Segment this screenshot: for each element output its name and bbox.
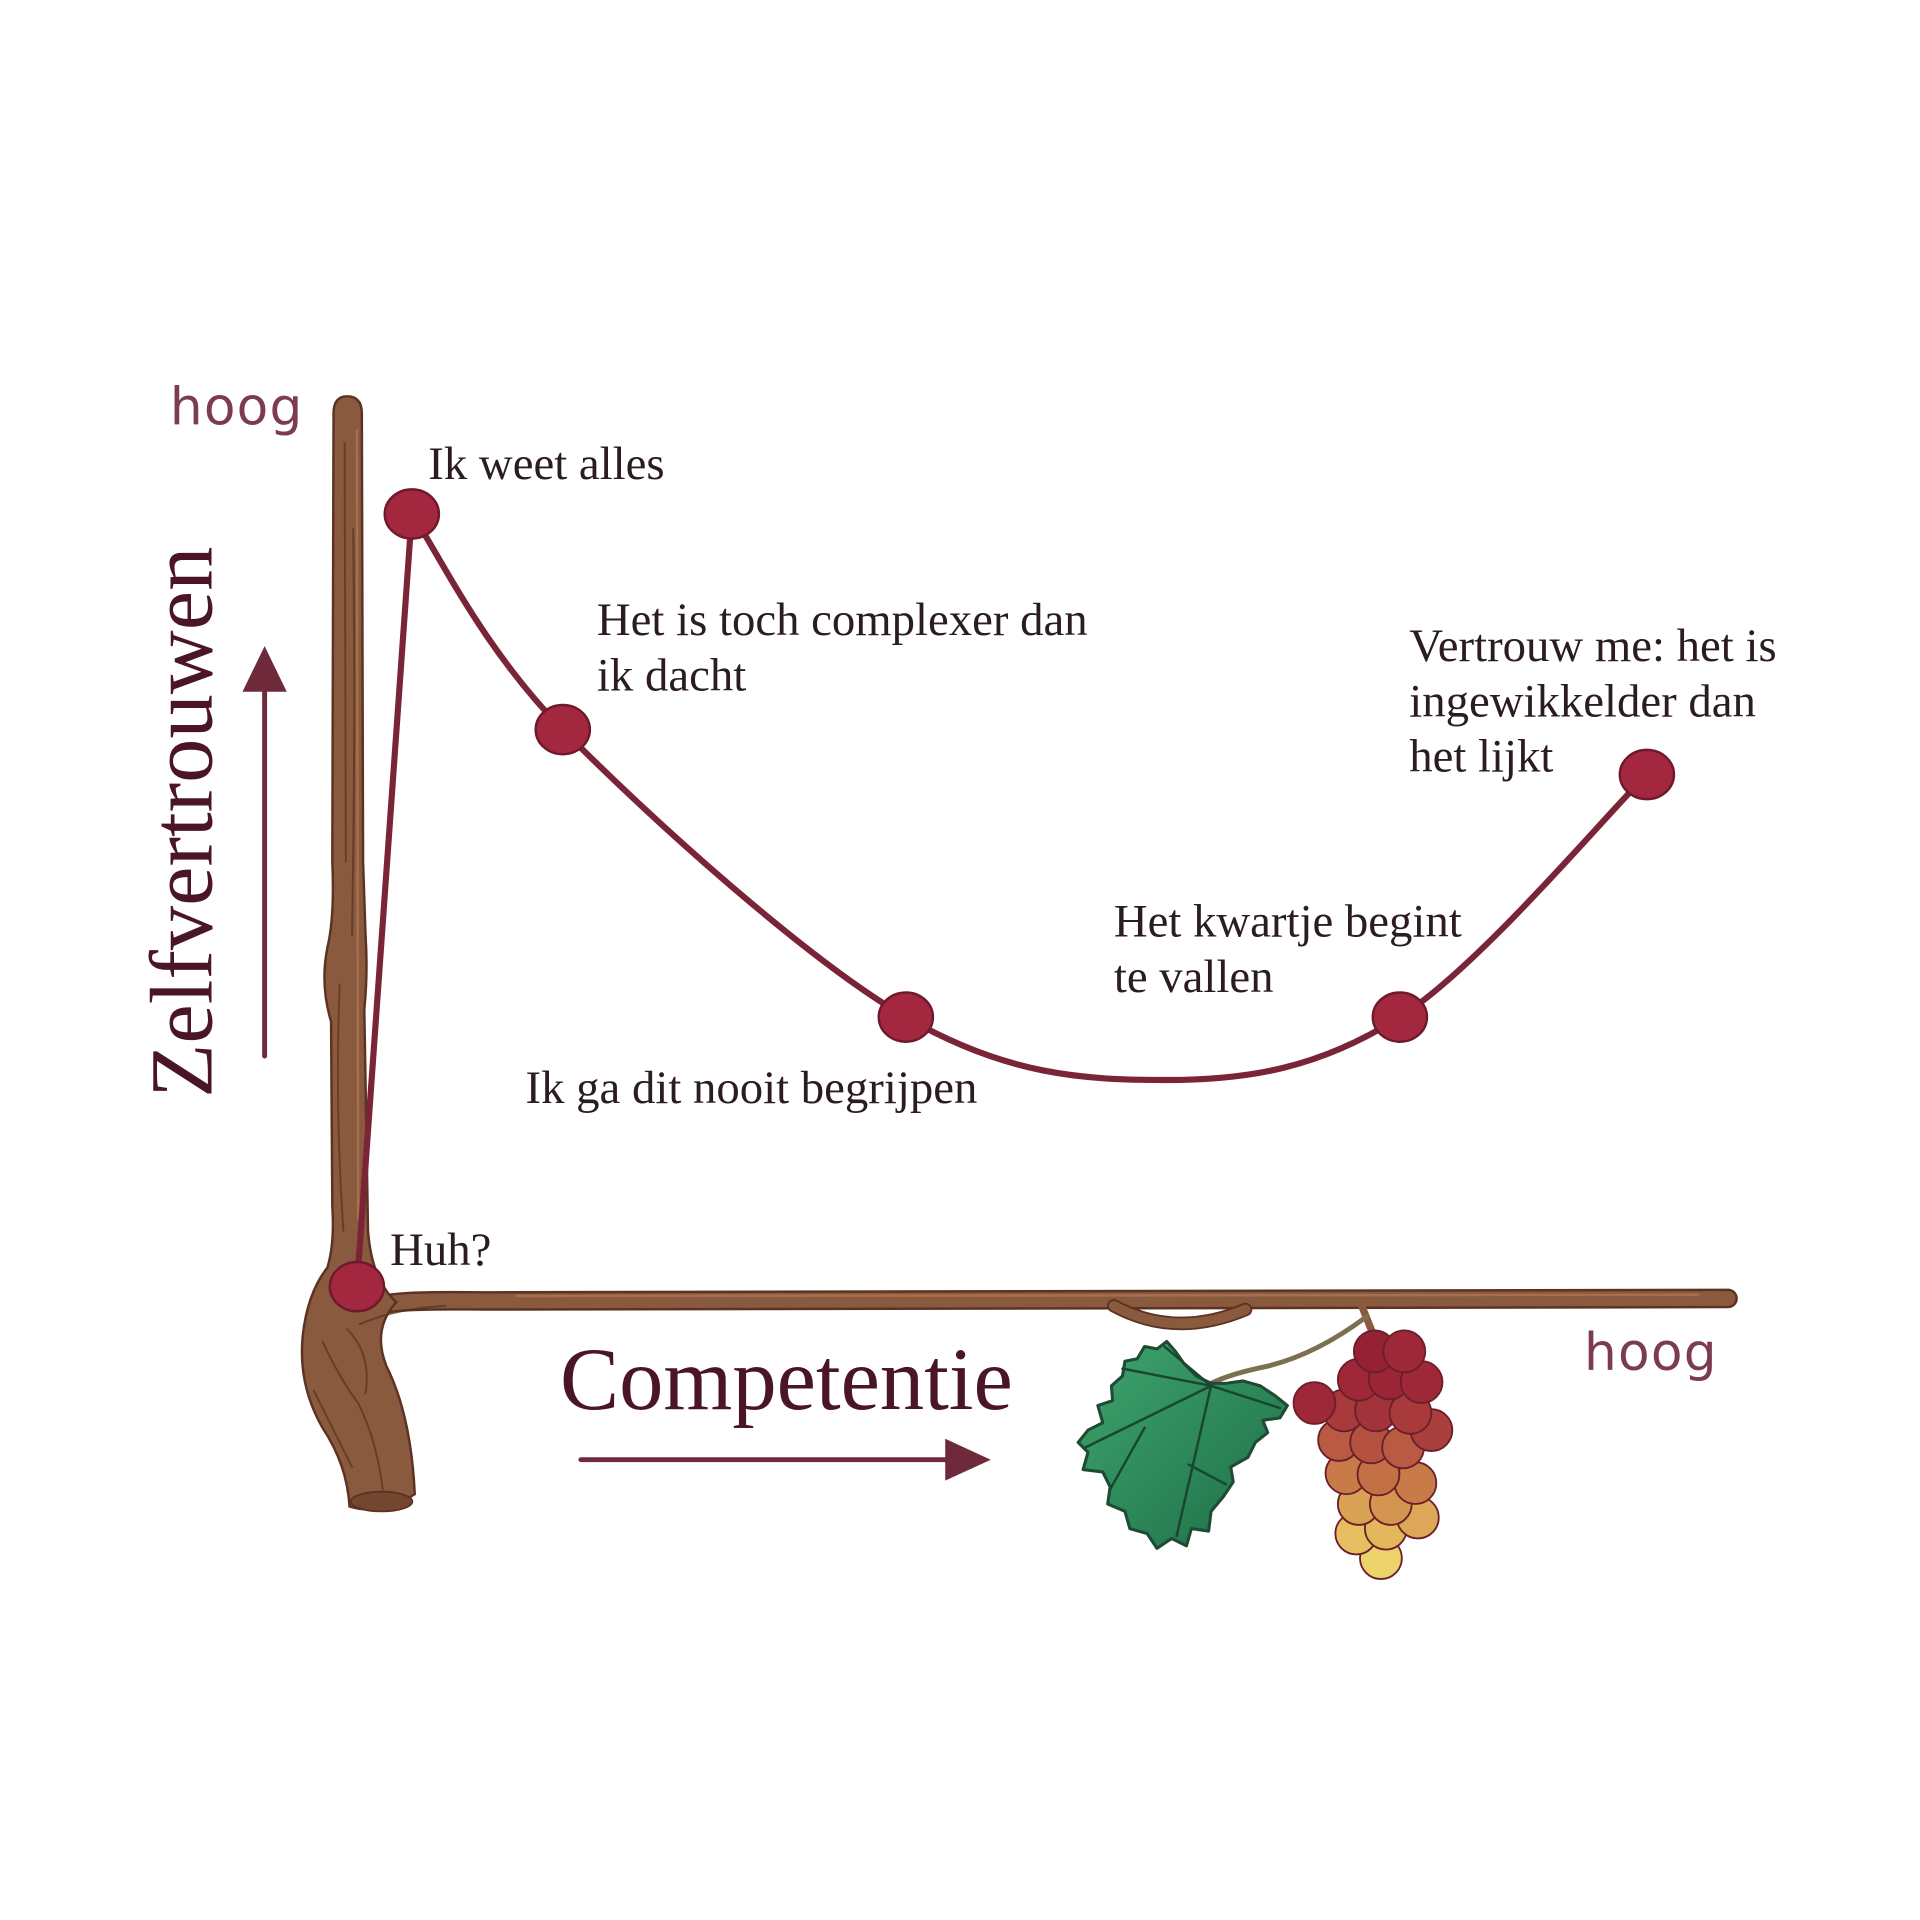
grape — [1292, 1381, 1337, 1425]
data-point-marker-4 — [1371, 991, 1429, 1043]
trunk-texture-line — [312, 1389, 353, 1469]
trunk-highlight — [355, 429, 360, 1220]
data-point-marker-1 — [383, 488, 441, 540]
grape — [1382, 1329, 1427, 1374]
plot-area — [328, 488, 1676, 1313]
data-point-marker-3 — [877, 991, 935, 1043]
leaf-stem — [1208, 1314, 1369, 1386]
x-axis — [349, 1288, 1738, 1331]
leaf-vein — [1187, 1463, 1228, 1486]
y-axis-title: Zelfvertrouwen — [134, 547, 232, 1098]
x-axis-end-label: hoog — [1584, 1323, 1718, 1383]
annotation-label-ik-weet-alles: Ik weet alles — [428, 438, 664, 490]
data-point-marker-2 — [534, 703, 592, 756]
vine-leaf-icon — [1076, 1340, 1289, 1550]
y-axis-arrow — [242, 646, 287, 1059]
x-axis-title: Competentie — [560, 1331, 1013, 1429]
x-axis-arrow — [578, 1438, 991, 1481]
leaf-vein — [1209, 1384, 1282, 1410]
data-point-marker-5 — [1618, 748, 1676, 801]
trunk-texture-line — [351, 528, 356, 937]
data-point-marker-0 — [328, 1260, 386, 1313]
leaf-vein — [1108, 1426, 1146, 1491]
x-axis-branch-sag — [1108, 1300, 1251, 1329]
leaf-blade — [1076, 1340, 1289, 1550]
y-axis — [300, 395, 447, 1513]
arrow-up-icon — [242, 646, 287, 692]
annotation-label-kwartje-line-2: te vallen — [1114, 951, 1274, 1003]
y-axis-end-label: hoog — [170, 378, 304, 438]
annotation-label-nooit-begrijpen: Ik ga dit nooit begrijpen — [526, 1062, 978, 1114]
leaf-vein — [1121, 1367, 1213, 1388]
annotation-label-complexer-line-2: ik dacht — [597, 649, 746, 701]
annotation-label-kwartje-line-1: Het kwartje begint — [1114, 896, 1462, 948]
annotation-label-vertrouw-line-3: het lijkt — [1409, 731, 1553, 783]
leaf-vein — [1084, 1384, 1213, 1449]
trunk-texture-line — [336, 983, 345, 1232]
annotation-labels: Huh? Ik weet alles Het is toch complexer… — [390, 438, 1777, 1276]
leaf-vein — [1175, 1384, 1213, 1538]
arrow-right-icon — [945, 1438, 991, 1481]
trunk-cut-end — [349, 1490, 414, 1513]
annotation-label-vertrouw-line-2: ingewikkelder dan — [1409, 675, 1756, 727]
annotation-label-complexer-line-1: Het is toch complexer dan — [597, 594, 1088, 646]
trunk-texture-line — [343, 442, 347, 863]
x-axis-branch-highlight — [515, 1293, 1700, 1298]
annotation-label-huh: Huh? — [390, 1224, 491, 1276]
trunk-texture-line — [321, 1340, 384, 1491]
grape-cluster-icon — [1292, 1329, 1454, 1580]
series-line-0 — [353, 510, 1650, 1290]
annotation-label-vertrouw-line-1: Vertrouw me: het is — [1409, 620, 1776, 672]
trunk-texture-line — [346, 1328, 368, 1395]
leaf-vein — [1163, 1345, 1213, 1388]
trunk-texture-line — [358, 1304, 447, 1326]
